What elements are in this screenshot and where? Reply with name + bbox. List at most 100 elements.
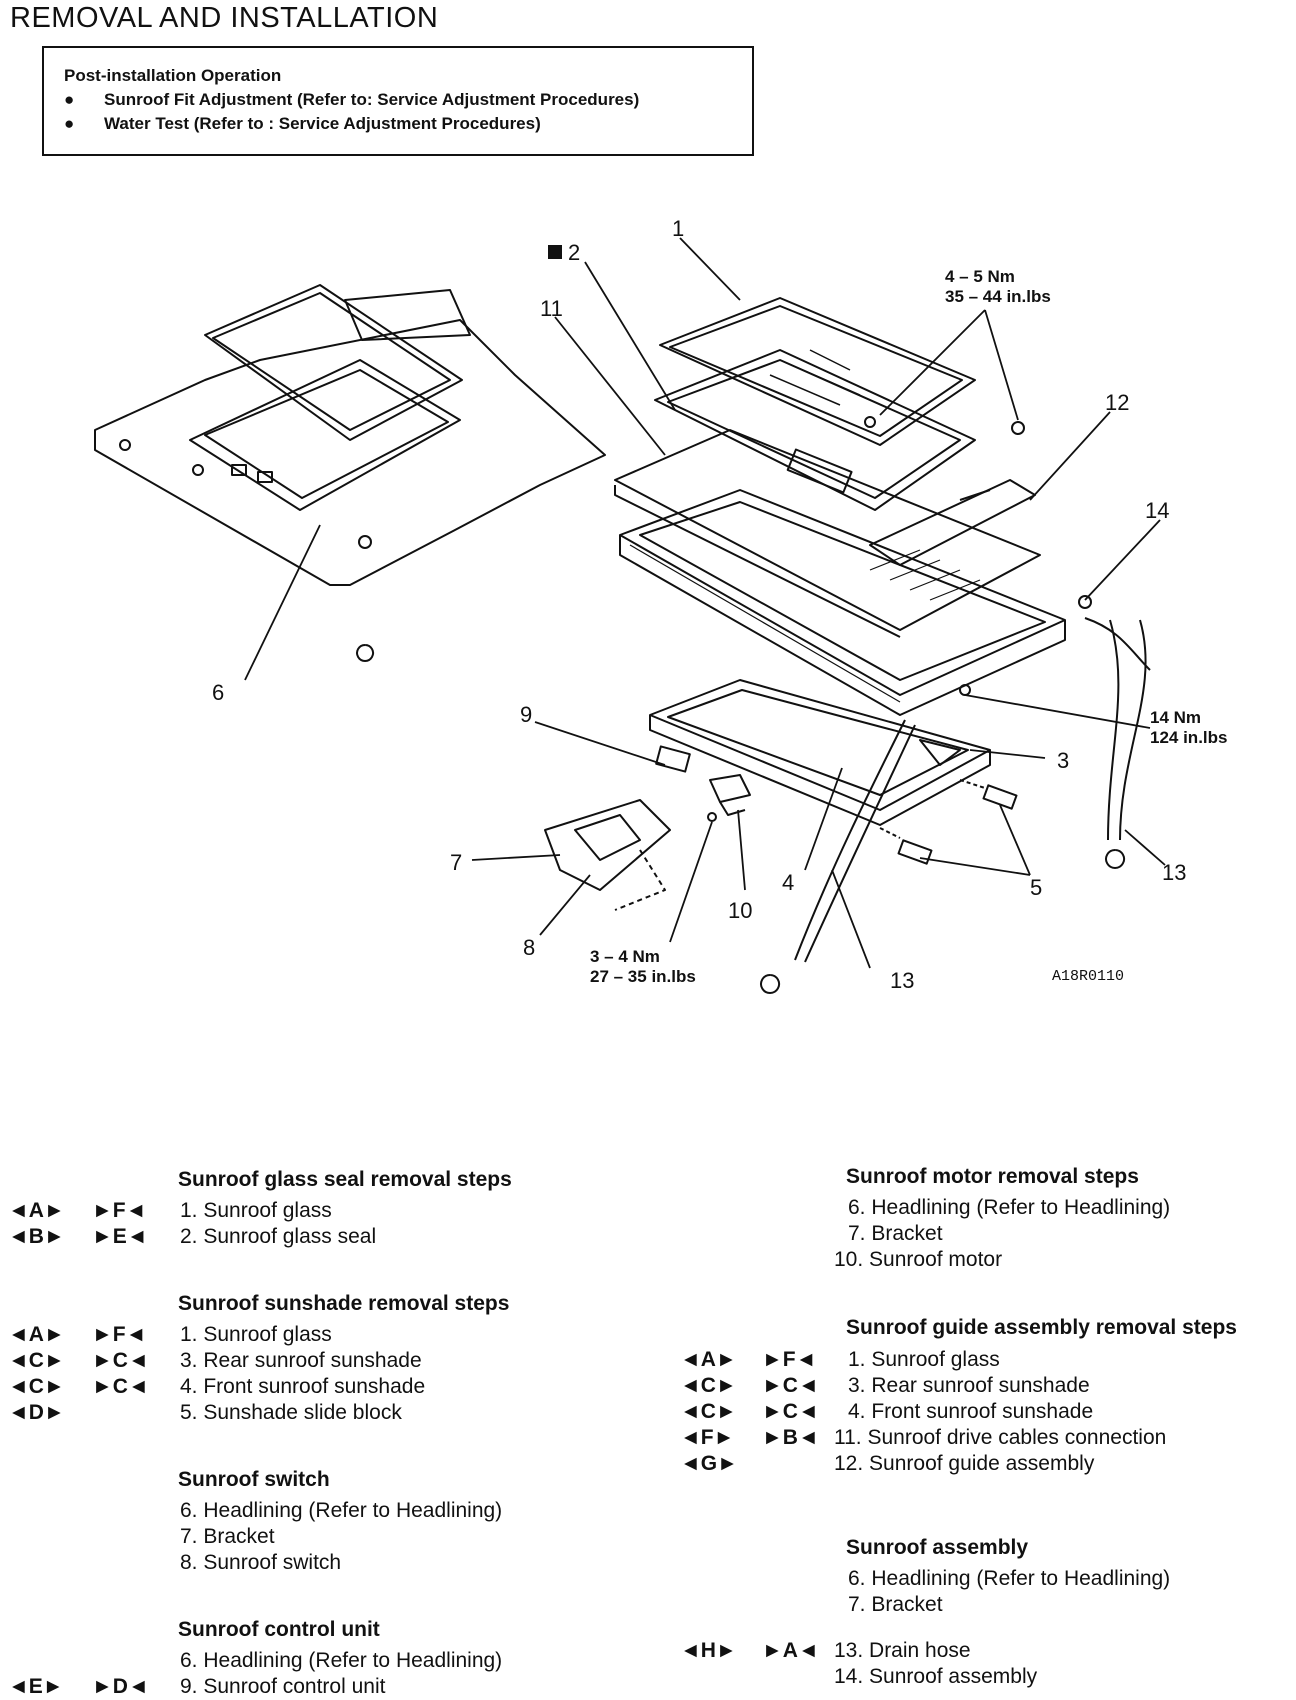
removal-mark: ◄H►: [680, 1639, 737, 1662]
section-heading: Sunroof glass seal removal steps: [178, 1168, 512, 1191]
torque-spec-inlbs: 124 in.lbs: [1150, 728, 1227, 747]
callout-13: 13: [890, 968, 914, 993]
callout-13: 13: [1162, 860, 1186, 885]
torque-spec-nm: 4 – 5 Nm: [945, 267, 1015, 286]
step-text: 12. Sunroof guide assembly: [834, 1452, 1095, 1475]
callout-14: 14: [1145, 498, 1169, 523]
callout-2: 2: [568, 240, 580, 265]
step-row: 14. Sunroof assembly: [660, 1664, 1296, 1690]
callout-10: 10: [728, 898, 752, 923]
step-text: 4. Front sunroof sunshade: [848, 1400, 1094, 1423]
callout-9: 9: [520, 702, 532, 727]
step-text: 8. Sunroof switch: [180, 1551, 342, 1574]
step-row: ◄E►►D◄9. Sunroof control unit: [0, 1674, 640, 1700]
install-mark: ►E◄: [92, 1225, 148, 1248]
section-heading: Sunroof assembly: [846, 1536, 1029, 1559]
section-switch: Sunroof switch 6. Headlining (Refer to H…: [0, 1468, 640, 1576]
removal-mark: ◄C►: [680, 1400, 737, 1423]
install-mark: ►C◄: [762, 1400, 819, 1423]
removal-mark: ◄A►: [680, 1348, 737, 1371]
step-row: ◄B►►E◄2. Sunroof glass seal: [0, 1224, 640, 1250]
step-row: 10. Sunroof motor: [660, 1247, 1296, 1273]
step-text: 7. Bracket: [848, 1222, 943, 1245]
step-text: 11. Sunroof drive cables connection: [834, 1426, 1167, 1449]
step-row: 8. Sunroof switch: [0, 1550, 640, 1576]
removal-mark: ◄C►: [8, 1375, 65, 1398]
removal-mark: ◄C►: [680, 1374, 737, 1397]
step-row: ◄A► ►F◄ 1. Sunroof glass: [0, 1322, 640, 1348]
step-text: 1. Sunroof glass: [180, 1323, 332, 1346]
step-text: 5. Sunshade slide block: [180, 1401, 402, 1424]
section-heading: Sunroof switch: [178, 1468, 330, 1491]
step-text: 7. Bracket: [180, 1525, 275, 1548]
step-text: 7. Bracket: [848, 1593, 943, 1616]
install-mark: ►B◄: [762, 1426, 819, 1449]
removal-mark: ◄B►: [8, 1225, 65, 1248]
page-title: REMOVAL AND INSTALLATION: [10, 2, 439, 34]
removal-mark: ◄A►: [8, 1323, 65, 1346]
glass-seal-drawing: [204, 284, 463, 441]
step-row: 6. Headlining (Refer to Headlining): [0, 1648, 640, 1674]
callout-12: 12: [1105, 390, 1129, 415]
install-mark: ►C◄: [92, 1375, 149, 1398]
removal-mark: ◄G►: [680, 1452, 738, 1475]
step-text: 3. Rear sunroof sunshade: [848, 1374, 1090, 1397]
step-text: 1. Sunroof glass: [848, 1348, 1000, 1371]
torque-spec-inlbs: 35 – 44 in.lbs: [945, 287, 1051, 306]
section-guide-assembly: Sunroof guide assembly removal steps ◄A►…: [660, 1315, 1296, 1477]
callout-8: 8: [523, 935, 535, 960]
install-mark: ►C◄: [762, 1374, 819, 1397]
removal-mark: ◄E►: [8, 1675, 64, 1698]
note-item: ●Sunroof Fit Adjustment (Refer to: Servi…: [64, 90, 640, 109]
step-row: 7. Bracket: [660, 1221, 1296, 1247]
removal-mark: ◄F►: [680, 1426, 735, 1449]
torque-spec-nm: 3 – 4 Nm: [590, 947, 660, 966]
step-text: 6. Headlining (Refer to Headlining): [848, 1567, 1171, 1590]
figure-code: A18R0110: [1052, 968, 1124, 985]
step-row: 7. Bracket: [660, 1592, 1296, 1618]
torque-spec-nm: 14 Nm: [1150, 708, 1201, 727]
removal-mark: ◄C►: [8, 1349, 65, 1372]
callout-11: 11: [540, 296, 563, 321]
callout-4: 4: [782, 870, 794, 895]
step-row: 6. Headlining (Refer to Headlining): [660, 1566, 1296, 1592]
step-text: 3. Rear sunroof sunshade: [180, 1349, 422, 1372]
step-row: ◄C►►C◄3. Rear sunroof sunshade: [0, 1348, 640, 1374]
step-row: ◄F► ►B◄ 11. Sunroof drive cables connectio…: [660, 1425, 1296, 1451]
install-mark: ►F◄: [92, 1323, 147, 1346]
removal-mark: ◄A►: [8, 1199, 65, 1222]
callout-1: 1: [672, 216, 684, 241]
guide-frame-drawing: [614, 429, 1041, 638]
section-heading: Sunroof guide assembly removal steps: [846, 1316, 1237, 1339]
callout-5: 5: [1030, 875, 1042, 900]
lower-frame-drawing: [649, 679, 991, 826]
section-heading: Sunroof sunshade removal steps: [178, 1292, 510, 1315]
tool-mark-icon: [548, 245, 562, 259]
section-control-unit: Sunroof control unit 6. Headlining (Refe…: [0, 1618, 640, 1700]
step-text: 13. Drain hose: [834, 1639, 971, 1662]
section-heading: Sunroof motor removal steps: [846, 1165, 1139, 1188]
step-row: ◄C► ►C◄ 4. Front sunroof sunshade: [660, 1399, 1296, 1425]
callout-7: 7: [450, 850, 462, 875]
callout-6: 6: [212, 680, 224, 705]
step-row: ◄G► 12. Sunroof guide assembly: [660, 1451, 1296, 1477]
step-row: 6. Headlining (Refer to Headlining): [660, 1195, 1296, 1221]
step-row: 6. Headlining (Refer to Headlining): [0, 1498, 640, 1524]
install-mark: ►A◄: [762, 1639, 819, 1662]
post-installation-note: Post-installation Operation ●Sunroof Fit…: [42, 46, 754, 156]
install-mark: ►F◄: [762, 1348, 817, 1371]
step-row: ◄D► 5. Sunshade slide block: [0, 1400, 640, 1426]
section-motor: Sunroof motor removal steps 6. Headlinin…: [660, 1165, 1296, 1273]
headlining-drawing: [94, 289, 606, 662]
sunroof-exploded-diagram: 1 2 11 12 14 6 9 3 7 4 5 13 10 8 13 4 – …: [94, 216, 1227, 994]
step-text: 4. Front sunroof sunshade: [180, 1375, 426, 1398]
removal-mark: ◄D►: [8, 1401, 65, 1424]
step-row: ◄C► ►C◄ 3. Rear sunroof sunshade: [660, 1373, 1296, 1399]
sunroof-glass-drawing: [659, 297, 976, 446]
step-text: 6. Headlining (Refer to Headlining): [180, 1499, 503, 1522]
install-mark: ►F◄: [92, 1199, 147, 1222]
step-text: 10. Sunroof motor: [834, 1248, 1003, 1271]
step-row: ◄C► ►C◄ 4. Front sunroof sunshade: [0, 1374, 640, 1400]
section-sunroof-assembly: Sunroof assembly 6. Headlining (Refer to…: [660, 1536, 1296, 1690]
step-text: 1. Sunroof glass: [180, 1199, 332, 1222]
